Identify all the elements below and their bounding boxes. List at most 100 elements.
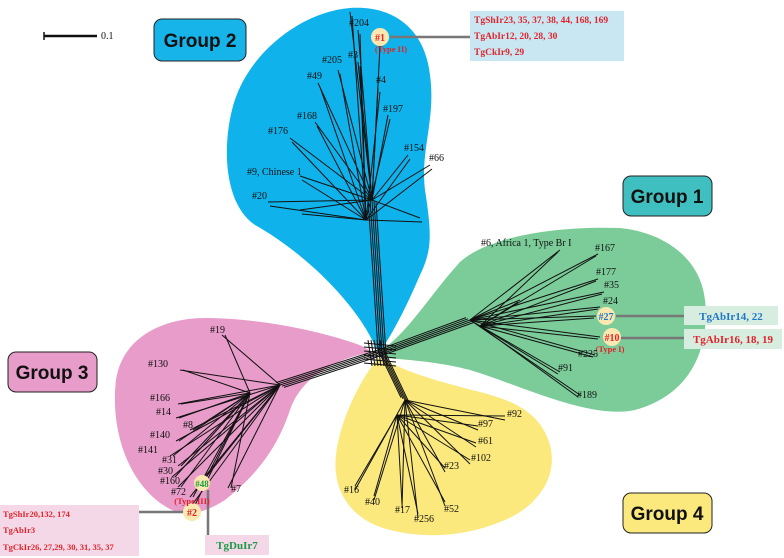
network-edge — [365, 219, 423, 223]
network-edge — [365, 158, 411, 221]
network-edge — [383, 320, 473, 354]
network-edge — [401, 399, 406, 509]
network-edge — [370, 339, 376, 367]
network-edge — [404, 399, 506, 421]
node-label: #102 — [471, 453, 491, 464]
isolate-box-hub2: TgShIr20,132, 174 TgAbIr3 TgCkIr26, 27,2… — [0, 505, 139, 556]
network-edge — [291, 141, 367, 221]
node-label: #130 — [148, 359, 168, 370]
node-label: #4 — [376, 75, 386, 86]
network-edge — [373, 339, 379, 367]
network-edge — [404, 399, 479, 431]
network-edge — [404, 399, 419, 519]
network-edge — [363, 358, 397, 363]
node-label: #141 — [138, 445, 158, 456]
node-label: #204 — [349, 18, 369, 29]
node-label: #30 — [158, 466, 173, 477]
network-edge — [377, 349, 402, 398]
node-label: #66 — [429, 153, 444, 164]
network-edge — [376, 339, 382, 367]
network-edge — [275, 349, 379, 384]
hub-number: #2 — [187, 508, 197, 519]
network-edge — [277, 350, 381, 385]
network-edge — [365, 118, 391, 221]
node-labels: #204 #3 #205 #49 #4 #197 #168 #176 #154 … — [138, 18, 619, 525]
node-label: #61 — [478, 436, 493, 447]
network-edge — [289, 137, 373, 201]
node-label: #177 — [596, 267, 616, 278]
hub-type: (Type II) — [375, 44, 407, 54]
network-edge — [373, 399, 406, 501]
network-edge — [316, 125, 367, 221]
network-edge — [363, 354, 397, 359]
network-edge — [469, 291, 605, 321]
network-edge — [479, 317, 595, 327]
node-label: #6, Africa 1, Type Br I — [481, 238, 571, 249]
isolate-box-hub48: TgDuIr7 — [205, 535, 269, 555]
network-edge — [351, 15, 367, 221]
isolate-line: TgCkIr9, 29 — [474, 48, 524, 58]
network-edge — [172, 392, 251, 457]
network-edge — [469, 319, 601, 338]
network-edge — [371, 45, 381, 201]
network-edge — [230, 392, 251, 489]
network-edge — [469, 319, 596, 356]
node-label: #8 — [183, 420, 193, 431]
hub-2: #2 (Type III) — [174, 496, 210, 521]
network-edge — [174, 392, 251, 478]
network-edge — [375, 202, 387, 355]
network-edge — [179, 369, 281, 386]
node-label: #160 — [160, 476, 180, 487]
group-2-label: Group 2 — [164, 31, 237, 52]
isolate-line: TgDuIr7 — [216, 540, 258, 552]
network-edge — [479, 280, 597, 327]
network-edge — [281, 352, 385, 387]
network-edge — [177, 384, 281, 467]
network-edge — [221, 334, 281, 386]
hub-number: #1 — [375, 33, 385, 44]
node-label: #3 — [348, 50, 358, 61]
network-edge — [479, 301, 519, 327]
group-4-label: Group 4 — [631, 504, 704, 525]
network-edge — [379, 350, 404, 400]
isolate-line: TgAbIr14, 22 — [699, 311, 763, 323]
network-edge — [469, 278, 599, 321]
network-edge — [371, 199, 383, 353]
network-edge — [396, 414, 477, 444]
network-edge — [363, 342, 397, 347]
isolate-box-hub10: TgAbIr16, 18, 19 — [684, 329, 782, 349]
node-label: #91 — [558, 363, 573, 374]
node-label: #40 — [365, 497, 380, 508]
node-label: #7 — [231, 484, 241, 495]
network-edge — [469, 299, 521, 321]
node-label: #19 — [210, 325, 225, 336]
network-edge — [479, 251, 559, 327]
network-edge — [396, 414, 446, 503]
network-edge — [469, 253, 599, 321]
network-edge — [363, 346, 397, 351]
hub-1: #1 (Type II) — [371, 28, 407, 54]
network-edge — [363, 362, 397, 367]
node-label: #20 — [252, 191, 267, 202]
network-edge — [354, 414, 398, 487]
network-edge — [301, 179, 367, 221]
hub-number: #10 — [605, 333, 620, 344]
node-label: #17 — [395, 505, 410, 516]
node-label: #72 — [171, 487, 186, 498]
network-edge — [371, 114, 389, 201]
group-1-label: Group 1 — [631, 187, 704, 208]
network-edge — [299, 199, 373, 211]
network-edge — [479, 325, 559, 375]
node-label: #140 — [150, 430, 170, 441]
network-edge — [479, 325, 594, 358]
network-edge — [379, 339, 385, 367]
network-edge — [180, 392, 251, 488]
hub-48: #48 — [194, 475, 210, 491]
isolate-box-hub1: TgShIr23, 35, 37, 38, 44, 168, 169 TgAbI… — [470, 11, 624, 61]
network-edge — [469, 249, 561, 321]
node-label: #166 — [150, 393, 170, 404]
node-label: #23 — [444, 461, 459, 472]
network-edge — [365, 168, 433, 221]
network-edge — [319, 86, 367, 221]
